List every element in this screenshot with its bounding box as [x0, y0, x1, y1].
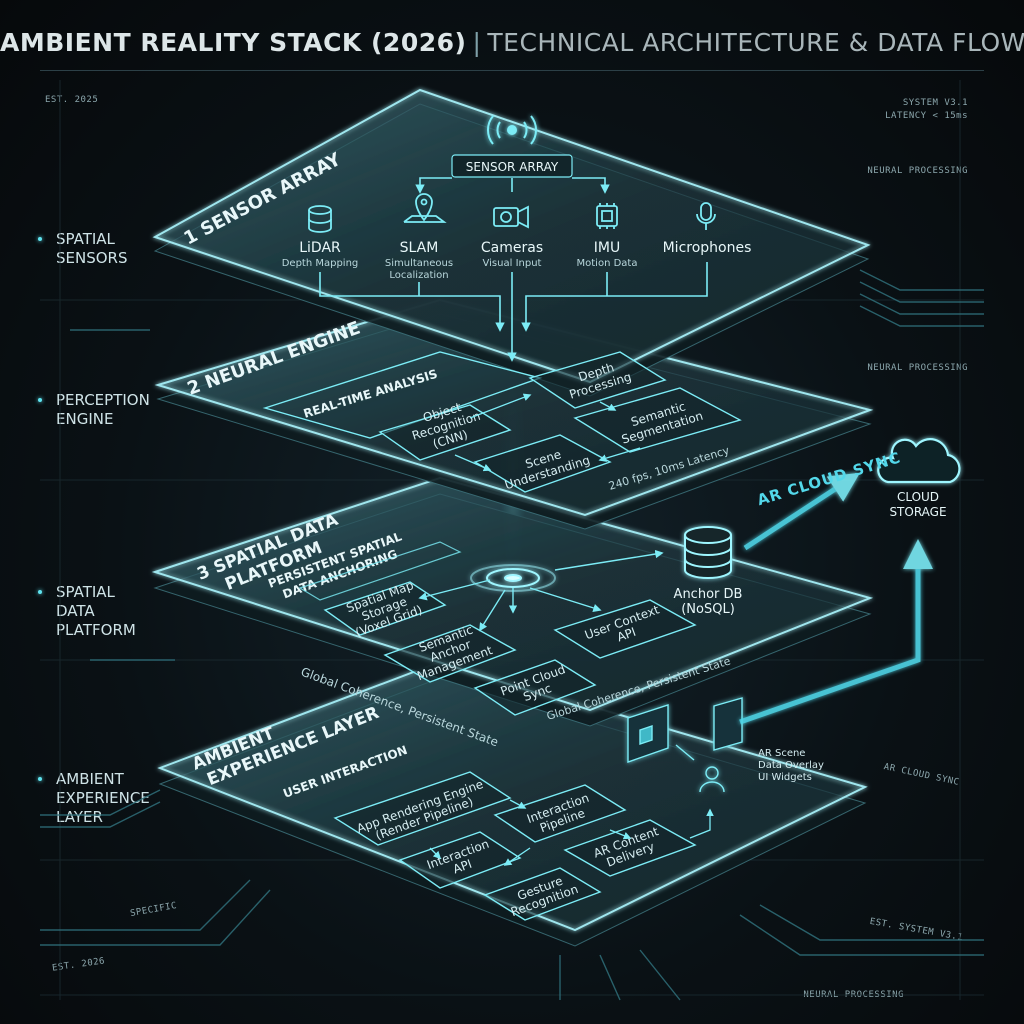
sensor-merge-lines [319, 262, 708, 362]
svg-text:Visual Input: Visual Input [483, 258, 542, 269]
svg-text:SLAM: SLAM [400, 240, 439, 256]
layer-2-content: 2 NEURAL ENGINE REAL-TIME ANALYSIS Objec… [185, 318, 742, 493]
sensor-cameras: Cameras Visual Input [481, 205, 543, 269]
bullet-icon [38, 777, 42, 781]
title-separator: | [472, 28, 482, 57]
sensor-lidar: LiDAR Depth Mapping [282, 205, 359, 269]
bullet-icon [38, 237, 42, 241]
sensor-imu: IMU Motion Data [577, 203, 638, 269]
svg-text:Microphones: Microphones [663, 240, 752, 256]
analysis-connectors [454, 393, 641, 472]
ar-output-item: UI Widgets [758, 772, 812, 783]
latency-note: LATENCY < 15ms [885, 111, 968, 121]
neural-processing-label-1: NEURAL PROCESSING [867, 166, 968, 176]
sensor-array-hub-label: SENSOR ARRAY [466, 160, 559, 174]
system-version: SYSTEM V3.1 [902, 98, 968, 108]
camera-icon [493, 205, 529, 229]
experience-connectors [429, 799, 714, 866]
svg-text:AR ContentDelivery: AR ContentDelivery [592, 824, 665, 873]
analysis-box-object-recognition: ObjectRecognition(CNN) [378, 400, 512, 461]
map-pin-icon [403, 193, 447, 223]
anchor-db-label: Anchor DB [674, 587, 743, 602]
ar-output-list: AR Scene Data Overlay UI Widgets [758, 748, 824, 784]
cloud-sync-path [739, 472, 933, 725]
ar-scene-icon [627, 697, 743, 793]
svg-text:Depth Mapping: Depth Mapping [282, 258, 359, 269]
ar-output-item: AR Scene [758, 748, 806, 759]
circuit-traces [40, 269, 984, 1001]
microphone-icon [696, 202, 716, 230]
svg-text:IMU: IMU [594, 240, 620, 256]
page-title: AMBIENT REALITY STACK (2026)|TECHNICAL A… [0, 28, 1024, 57]
platform-connectors [418, 549, 664, 632]
svg-text:Simultaneous: Simultaneous [385, 258, 453, 269]
sensor-branch-lines [415, 177, 610, 194]
header-rule [40, 70, 984, 71]
layer-1-plate [152, 88, 871, 397]
chip-icon [596, 203, 618, 229]
analysis-box-depth-processing: DepthProcessing [528, 351, 667, 409]
database-icon [684, 526, 732, 579]
neural-processing-label-2: NEURAL PROCESSING [867, 363, 968, 373]
svg-text:Cameras: Cameras [481, 240, 543, 256]
svg-text:LiDAR: LiDAR [299, 240, 341, 256]
cylinder-icon [308, 205, 332, 233]
sensor-slam: SLAM Simultaneous Localization [385, 193, 453, 281]
experience-box-ar-content-delivery: AR ContentDelivery [563, 819, 697, 877]
sensor-array-hub [451, 154, 573, 178]
broadcast-icon [486, 115, 538, 145]
title-subtitle: TECHNICAL ARCHITECTURE & DATA FLOW [487, 28, 1024, 57]
analysis-box-semantic-segmentation: SemanticSegmentation [573, 387, 742, 453]
anchor-db-sublabel: (NoSQL) [681, 602, 735, 617]
bullet-icon [38, 590, 42, 594]
svg-text:Localization: Localization [389, 270, 448, 281]
layer-2-plate [154, 298, 874, 530]
cloud-icon [877, 438, 961, 484]
cloud-storage-label: CLOUD STORAGE [889, 490, 947, 519]
est-label-top: EST. 2025 [45, 95, 99, 105]
title-main: AMBIENT REALITY STACK (2026) [0, 28, 467, 57]
svg-text:Motion Data: Motion Data [577, 258, 638, 269]
sensor-microphones: Microphones [663, 202, 752, 256]
ar-output-item: Data Overlay [758, 760, 824, 771]
bullet-icon [38, 398, 42, 402]
